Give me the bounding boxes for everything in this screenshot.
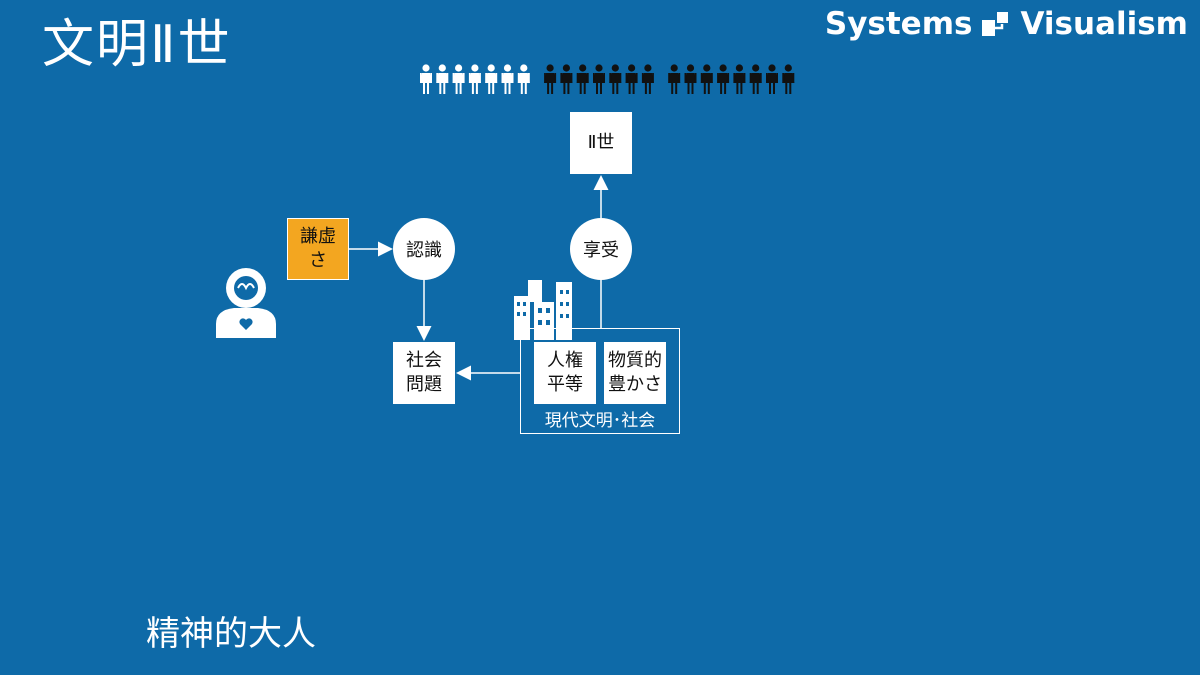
modern-civilization-frame [520, 328, 680, 434]
person-icon [436, 64, 449, 94]
enjoyment-label: 享受 [583, 240, 619, 261]
brand-name-2: Visualism [1020, 6, 1188, 42]
mind-heart-person-icon [216, 268, 276, 338]
recognition-label: 認識 [406, 240, 442, 261]
systems-visualism-logo-icon [982, 12, 1009, 36]
second-generation-label: Ⅱ世 [587, 132, 615, 153]
person-icon [625, 64, 638, 94]
social-issues-label: 社会 問題 [406, 350, 442, 395]
person-icon [544, 64, 557, 94]
people-row [420, 64, 795, 94]
person-icon [766, 64, 778, 94]
person-icon [468, 64, 481, 94]
social-issues-box: 社会 問題 [393, 342, 455, 404]
humility-label: 謙虚 さ [300, 226, 336, 271]
person-icon [609, 64, 622, 94]
person-icon [733, 64, 746, 94]
person-icon [668, 64, 681, 94]
human-rights-box: 人権 平等 [534, 342, 596, 404]
person-icon [749, 64, 762, 94]
caption: 精神的大人 [146, 614, 316, 654]
person-icon [452, 64, 465, 94]
person-icon [782, 64, 795, 94]
person-icon [517, 64, 530, 94]
enjoyment-node: 享受 [570, 218, 632, 280]
person-icon [684, 64, 697, 94]
person-icon [717, 64, 730, 94]
person-icon [593, 64, 605, 94]
brand-name-1: Systems [824, 6, 973, 42]
material-wealth-box: 物質的 豊かさ [604, 342, 666, 404]
person-icon [485, 64, 498, 94]
modern-civilization-label: 現代文明･社会 [544, 411, 656, 431]
human-rights-label: 人権 平等 [547, 350, 583, 395]
second-generation-box: Ⅱ世 [570, 112, 632, 174]
person-icon [560, 64, 573, 94]
person-icon [576, 64, 589, 94]
brand: Systems Visualism [825, 6, 1188, 42]
person-icon [420, 64, 432, 94]
person-icon [501, 64, 514, 94]
material-wealth-label: 物質的 豊かさ [608, 350, 662, 395]
page-title: 文明Ⅱ世 [42, 15, 232, 75]
humility-box: 謙虚 さ [287, 218, 349, 280]
person-icon [700, 64, 713, 94]
city-buildings-icon [514, 280, 572, 340]
recognition-node: 認識 [393, 218, 455, 280]
person-icon [641, 64, 654, 94]
